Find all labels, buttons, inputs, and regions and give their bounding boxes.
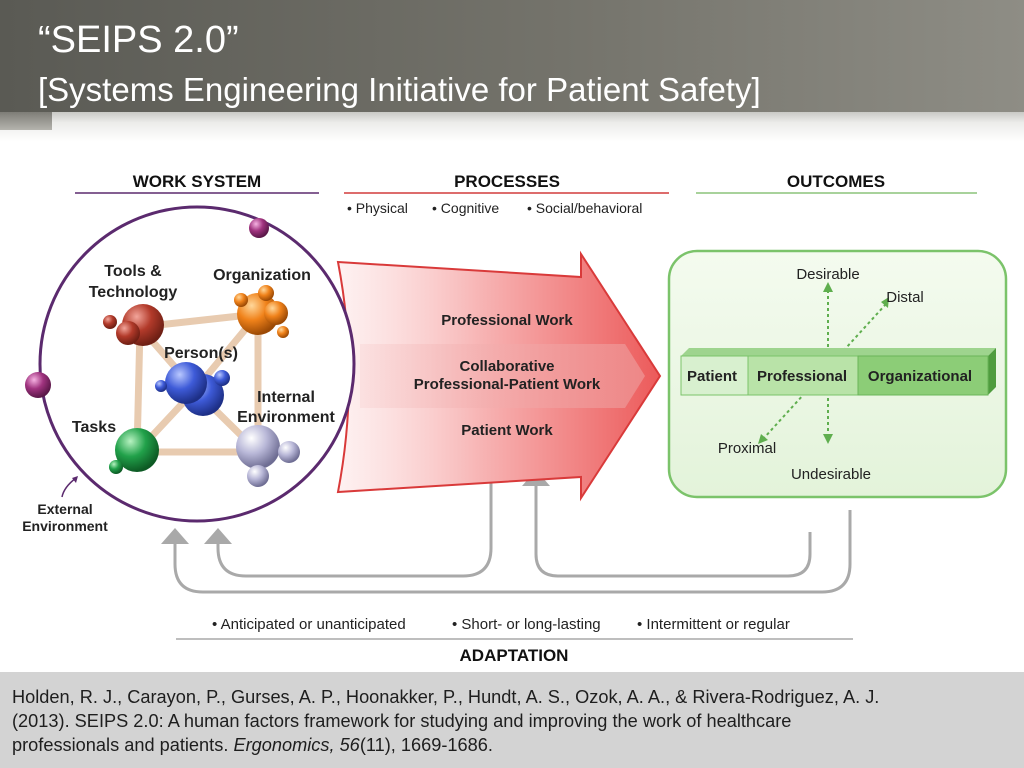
heading-work-system: WORK SYSTEM	[133, 172, 261, 191]
adaptation-loops	[173, 472, 852, 594]
citation-line3-text: professionals and patients.	[12, 735, 229, 755]
internal-environment-label-line2: Environment	[237, 409, 335, 426]
header-tab	[0, 112, 52, 130]
process-type-physical: • Physical	[347, 200, 408, 216]
feedback-arrowhead	[161, 528, 189, 544]
process-arrow	[336, 250, 662, 502]
citation-line1: Holden, R. J., Carayon, P., Gurses, A. P…	[12, 687, 880, 707]
citation-journal: Ergonomics, 56	[233, 735, 360, 755]
citation-footer: Holden, R. J., Carayon, P., Gurses, A. P…	[0, 672, 1024, 768]
external-environment-label-line1: External	[37, 501, 92, 517]
slide-title: “SEIPS 2.0”	[38, 19, 239, 61]
adaptation-type-duration: • Short- or long-lasting	[452, 616, 601, 633]
undesirable-label: Undesirable	[791, 466, 871, 483]
citation-line2: (2013). SEIPS 2.0: A human factors frame…	[12, 711, 792, 731]
distal-arrowhead	[881, 297, 889, 308]
adaptation-type-anticipated: • Anticipated or unanticipated	[212, 616, 406, 633]
external-node-left	[25, 372, 51, 398]
outcomes-feedback-loop	[534, 486, 812, 578]
title-bar: “SEIPS 2.0” [Systems Engineering Initiat…	[0, 0, 1024, 112]
professional-work-label: Professional Work	[441, 312, 573, 329]
seips-diagram: WORK SYSTEM PROCESSES OUTCOMES • Physica…	[22, 172, 1008, 665]
external-node-top	[249, 218, 269, 238]
collaborative-label-line2: Professional-Patient Work	[414, 376, 601, 393]
desirable-arrowhead	[823, 282, 833, 292]
slide-subtitle: [Systems Engineering Initiative for Pati…	[38, 71, 761, 108]
external-pointer-arrow	[61, 477, 77, 498]
heading-outcomes: OUTCOMES	[787, 172, 885, 191]
header-shadow	[0, 112, 1024, 142]
process-type-cognitive: • Cognitive	[432, 200, 499, 216]
organization-node	[234, 285, 289, 338]
patient-work-label: Patient Work	[461, 422, 553, 439]
external-pointer-head	[72, 476, 78, 483]
persons-node	[155, 362, 230, 416]
outcome-professional-segment	[747, 355, 859, 396]
outer-feedback-loop	[173, 510, 852, 594]
outcome-patient-label: Patient	[687, 368, 737, 385]
collaborative-band	[360, 344, 645, 408]
internal-environment-label-line1: Internal	[257, 389, 315, 406]
distal-label: Distal	[886, 289, 924, 306]
tools-label-line2: Technology	[89, 284, 178, 301]
proximal-label: Proximal	[718, 440, 776, 457]
collaborative-label-line1: Collaborative	[459, 358, 554, 375]
organization-label: Organization	[213, 267, 311, 284]
outcome-professional-label: Professional	[757, 368, 847, 385]
processes-feedback-loop	[216, 472, 493, 578]
proximal-arrowhead	[758, 434, 768, 444]
internal-environment-node	[236, 425, 300, 487]
tools-label-line1: Tools &	[104, 263, 162, 280]
process-type-social: • Social/behavioral	[527, 200, 642, 216]
desirable-label: Desirable	[796, 266, 859, 283]
persons-label: Person(s)	[164, 345, 238, 362]
tasks-node	[109, 428, 159, 474]
citation-line3: professionals and patients. Ergonomics, …	[12, 733, 1012, 757]
external-environment-label-line2: Environment	[22, 518, 108, 534]
citation-issue-pages: (11), 1669-1686.	[359, 735, 493, 755]
outcome-level-bar	[680, 348, 996, 396]
heading-processes: PROCESSES	[454, 172, 560, 191]
outcome-organizational-label: Organizational	[868, 368, 972, 385]
feedback-arrowhead	[204, 528, 232, 544]
work-system-circle	[38, 205, 356, 523]
heading-adaptation: ADAPTATION	[460, 646, 569, 665]
tasks-label: Tasks	[72, 419, 116, 436]
tools-technology-node	[103, 304, 164, 346]
adaptation-type-frequency: • Intermittent or regular	[637, 616, 790, 633]
undesirable-arrowhead	[823, 434, 833, 444]
outcome-organizational-segment	[857, 355, 989, 396]
